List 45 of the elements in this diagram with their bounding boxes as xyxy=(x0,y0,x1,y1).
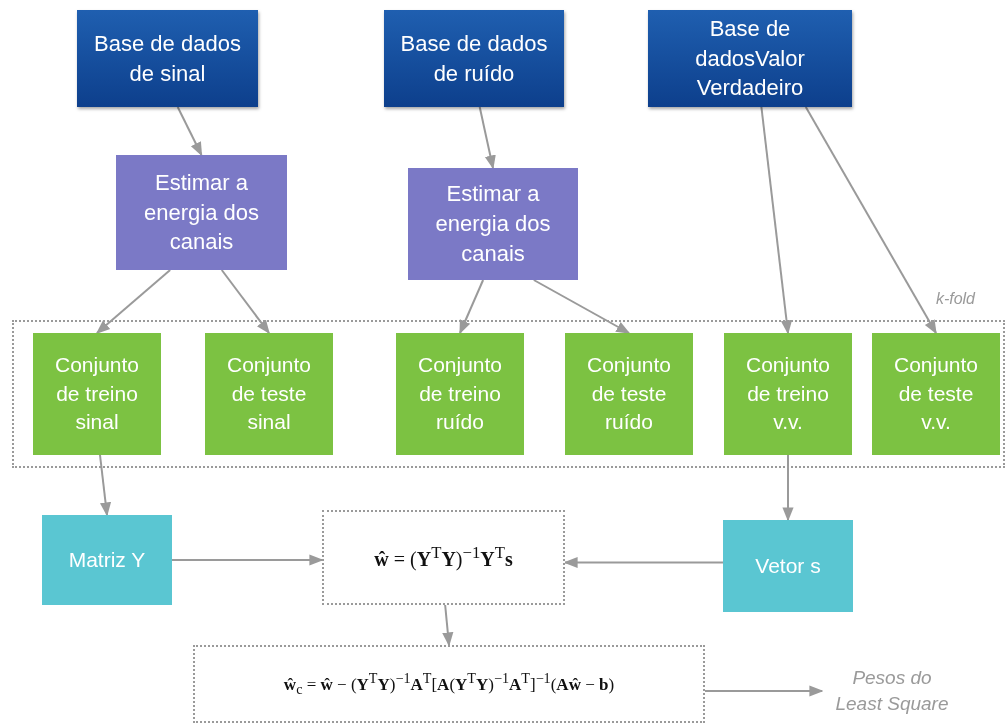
arrow xyxy=(442,604,454,647)
box-label: Estimar a energia dos canais xyxy=(434,180,552,268)
box-label: Base de dados de sinal xyxy=(93,29,242,88)
arrow xyxy=(171,554,324,566)
arrow xyxy=(99,454,112,517)
process-box xyxy=(116,155,287,270)
arrow xyxy=(760,106,793,335)
dataset-box xyxy=(396,333,524,455)
box-label: Conjunto de treino sinal xyxy=(53,352,141,436)
database-box xyxy=(648,10,852,107)
database-box xyxy=(77,10,258,107)
arrow xyxy=(804,106,937,335)
arrow xyxy=(95,269,172,334)
formula: ŵ = (Y$^{T}$Y)$^{−1}$Y$^{T}$s xyxy=(374,542,513,573)
box-label: Pesos do Least Square xyxy=(834,666,950,716)
arrow xyxy=(176,106,203,157)
dataset-box xyxy=(33,333,161,455)
box-label: Conjunto de treino v.v. xyxy=(744,352,832,436)
dataset-box xyxy=(205,333,333,455)
box-label: Estimar a energia dos canais xyxy=(143,168,260,257)
matrix-box xyxy=(42,515,172,605)
arrow xyxy=(532,279,631,334)
vector-box xyxy=(723,520,853,612)
formula: ŵ$_{c}$ = ŵ − (Y$^{T}$Y)$^{−1}$A$^{T}$[A(Y$^{T}$Y)$^{−1}$A$^{T}$]$^{−1}$(Aŵ − b) xyxy=(283,668,615,699)
dataset-box xyxy=(565,333,693,455)
group-heading: k-fold xyxy=(935,289,975,309)
box-label: Conjunto de teste v.v. xyxy=(892,352,980,436)
formula-box xyxy=(322,510,565,605)
box-label: Base de dados de ruído xyxy=(399,29,549,88)
box-label: Conjunto de treino ruído xyxy=(416,352,504,436)
box-label: Vetor s xyxy=(755,552,821,579)
box-label: Conjunto de teste ruído xyxy=(585,352,673,436)
arrow xyxy=(782,454,794,522)
database-box xyxy=(384,10,564,107)
process-box xyxy=(408,168,578,280)
formula-box xyxy=(193,645,705,723)
box-label: Base de dadosValor Verdadeiro xyxy=(694,14,806,103)
arrow xyxy=(459,279,485,335)
arrow xyxy=(220,269,270,335)
box-label: Matriz Y xyxy=(68,546,146,573)
dataset-box xyxy=(724,333,852,455)
box-label: Conjunto de teste sinal xyxy=(225,352,313,436)
arrow xyxy=(704,685,824,697)
arrow xyxy=(478,106,496,170)
dataset-box xyxy=(872,333,1000,455)
